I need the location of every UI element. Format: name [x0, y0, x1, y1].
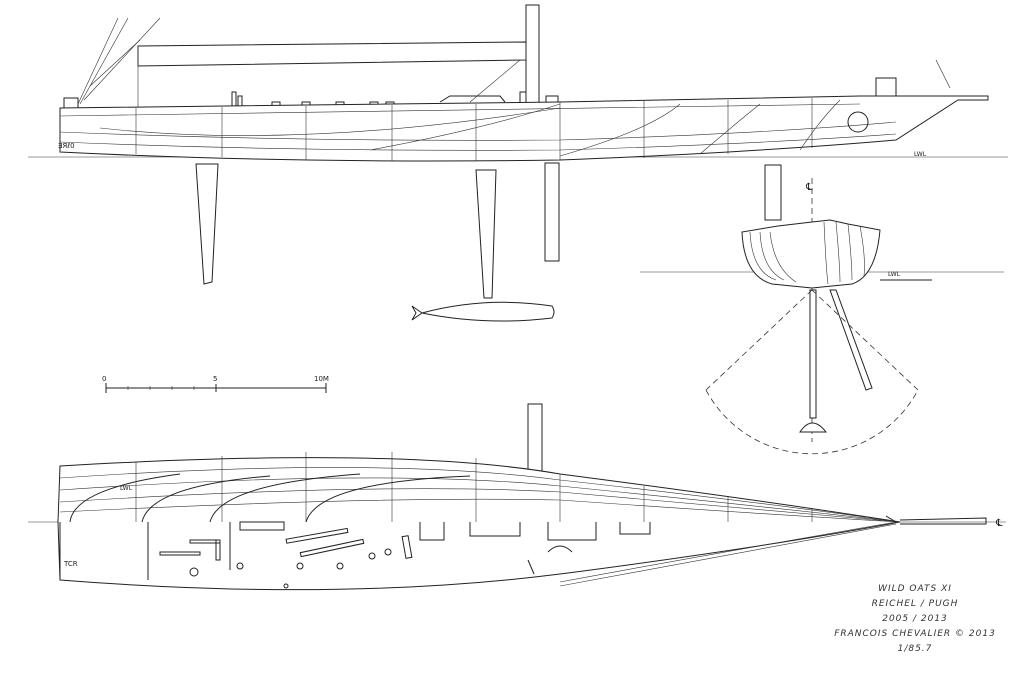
lwl-label-plan: LWL [120, 485, 133, 492]
station-lines-plan [135, 452, 813, 522]
designer: REICHEL / PUGH [871, 599, 959, 609]
drawing-scale: 1/85.7 [897, 644, 933, 654]
deck-layout-plan [59, 515, 897, 589]
centerline-mark-section: ℄ [805, 182, 813, 193]
scale-tick-0: 0 [102, 375, 106, 383]
rigging [77, 17, 951, 105]
lwl-label-section: LWL [888, 271, 901, 278]
years: 2005 / 2013 [882, 614, 948, 624]
profile-view: ƎЯℓ0 LWL [28, 4, 1008, 322]
mast-plan [527, 403, 543, 477]
stern-mark-profile: ƎЯℓ0 [58, 142, 75, 150]
boom [137, 41, 527, 67]
section-view: ℄ LWL [640, 178, 1004, 455]
hull-profile [59, 95, 989, 162]
hull-plan [57, 457, 901, 591]
stern-mark-plan: TCR [63, 560, 78, 568]
keel-bulb [421, 301, 555, 322]
daggerboard-forward [764, 164, 782, 221]
cant-arc [705, 389, 919, 455]
daggerboard-aft [544, 162, 560, 262]
artist-credit: FRANCOIS CHEVALIER © 2013 [834, 629, 996, 639]
scale-tick-10: 10M [314, 375, 329, 383]
plan-view: ℄ [28, 403, 1006, 591]
mast-stub [525, 4, 540, 104]
keel-section-vertical [809, 289, 817, 419]
title-block: WILD OATS XI REICHEL / PUGH 2005 / 2013 … [820, 582, 1010, 657]
hull-section [741, 219, 881, 289]
rudder [195, 163, 219, 285]
buttock-arc-2 [141, 475, 271, 523]
centerline-mark-plan: ℄ [995, 518, 1003, 529]
porthole [847, 111, 869, 133]
lwl-label-profile: LWL [914, 151, 927, 158]
scale-tick-5: 5 [213, 375, 217, 383]
yacht-name: WILD OATS XI [878, 584, 952, 594]
scale-bar: 0 5 10M [102, 375, 329, 393]
keel-section-canted [829, 289, 873, 391]
station-lines-profile [135, 98, 813, 161]
buttock-arc-1 [69, 473, 181, 523]
keel-fin [475, 169, 497, 299]
buttock-arc-4 [305, 475, 471, 523]
keel-bulb-section [799, 422, 828, 433]
buttock-arc-3 [209, 473, 361, 523]
